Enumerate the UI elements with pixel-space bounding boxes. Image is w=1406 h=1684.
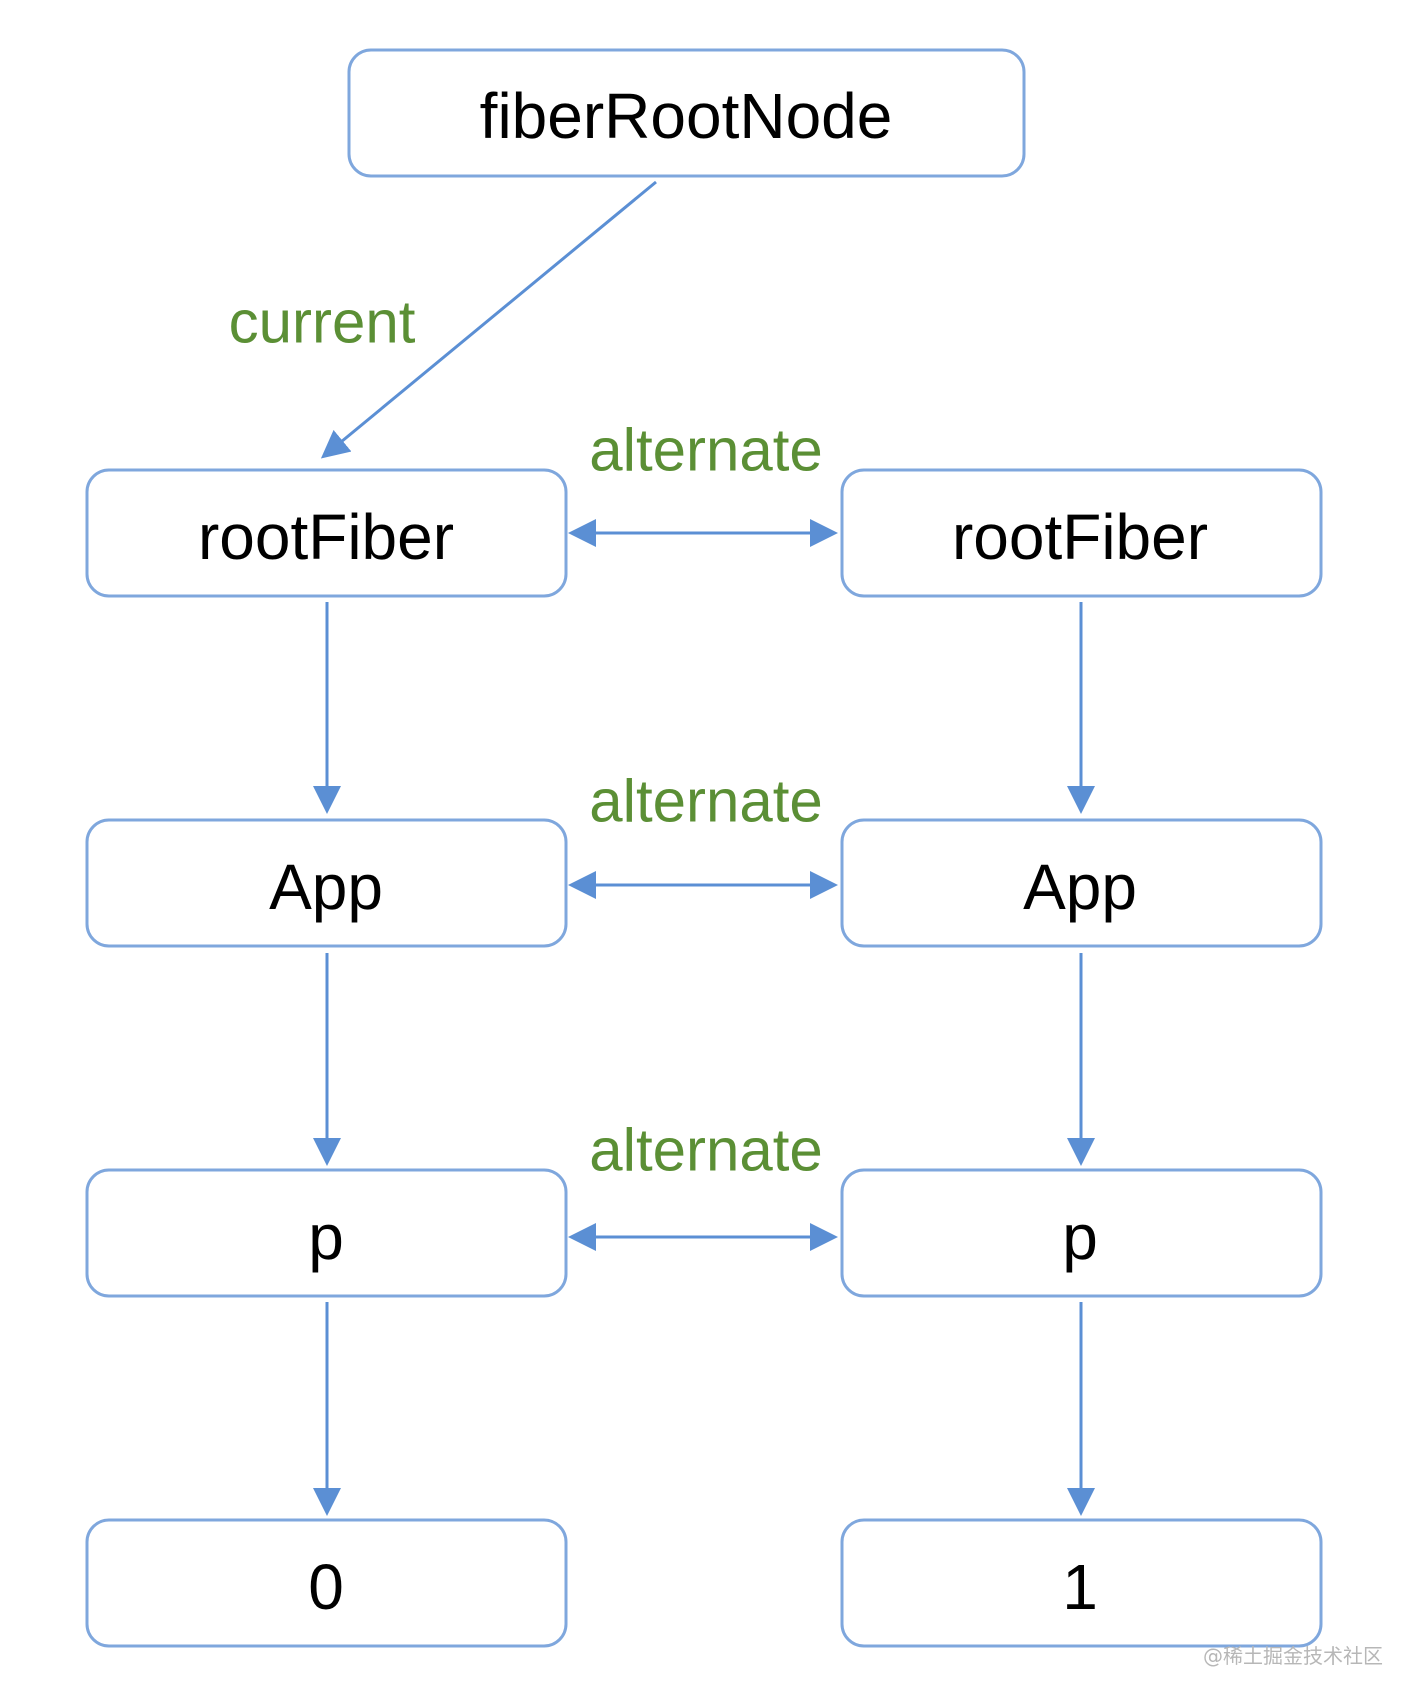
alternate-edge-root: alternate xyxy=(568,417,838,547)
left-root-fiber-node: rootFiber xyxy=(85,468,568,598)
fiber-root-node: fiberRootNode xyxy=(347,48,1026,178)
current-edge: current xyxy=(229,180,657,459)
left-p-node: p xyxy=(85,1168,568,1298)
left-p-label: p xyxy=(308,1201,344,1273)
alternate-edge-app: alternate xyxy=(568,768,838,899)
right-p-node: p xyxy=(840,1168,1323,1298)
fiber-root-node-label: fiberRootNode xyxy=(480,80,893,152)
left-text-label: 0 xyxy=(308,1551,344,1623)
current-label: current xyxy=(229,289,416,356)
left-text-node: 0 xyxy=(85,1518,568,1648)
watermark: @稀土掘金技术社区 xyxy=(1203,1644,1383,1668)
left-root-fiber-label: rootFiber xyxy=(198,501,454,573)
right-text-node: 1 xyxy=(840,1518,1323,1648)
right-p-label: p xyxy=(1062,1201,1098,1273)
alternate-label-app: alternate xyxy=(589,768,823,835)
left-app-node: App xyxy=(85,818,568,948)
right-root-fiber-node: rootFiber xyxy=(840,468,1323,598)
alternate-label-p: alternate xyxy=(589,1117,823,1184)
right-app-label: App xyxy=(1023,851,1137,923)
right-text-label: 1 xyxy=(1062,1551,1098,1623)
right-app-node: App xyxy=(840,818,1323,948)
left-app-label: App xyxy=(269,851,383,923)
alternate-label-root: alternate xyxy=(589,417,823,484)
alternate-edge-p: alternate xyxy=(568,1117,838,1251)
right-root-fiber-label: rootFiber xyxy=(952,501,1208,573)
